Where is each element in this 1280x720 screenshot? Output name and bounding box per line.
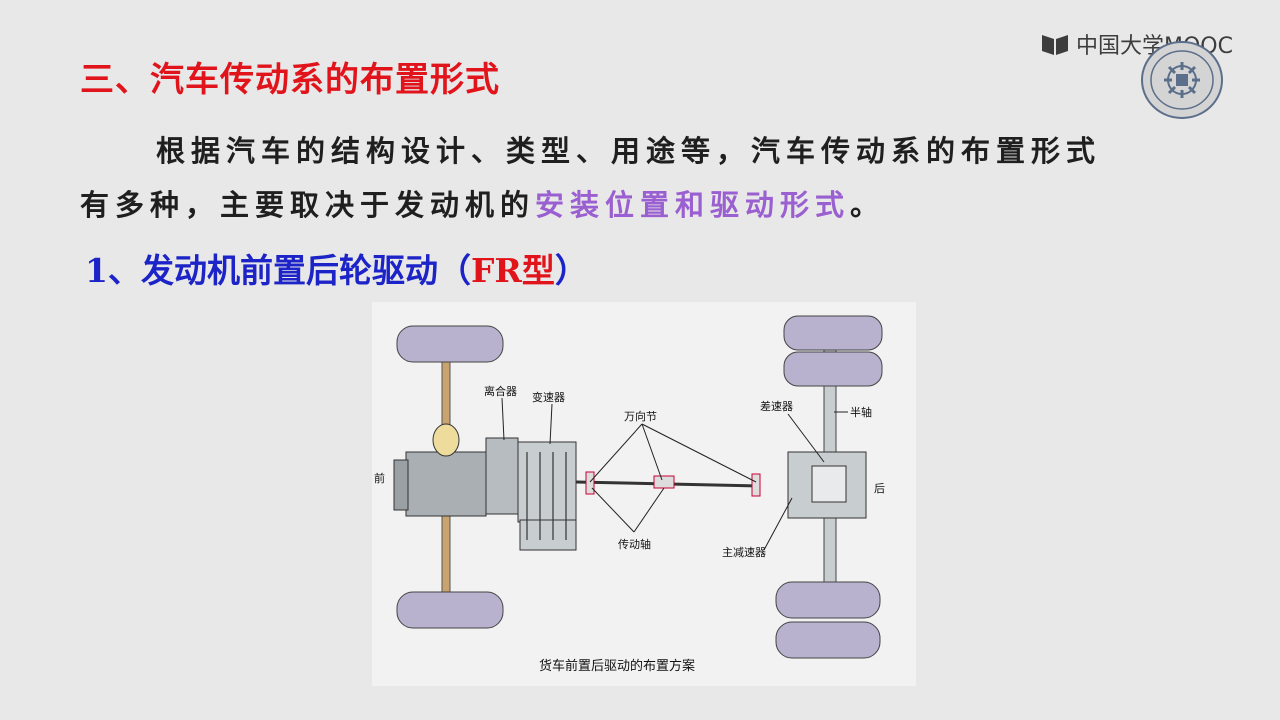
book-icon xyxy=(1042,35,1068,55)
label-final-drive: 主减速器 xyxy=(722,546,766,559)
label-half-shaft: 半轴 xyxy=(850,405,872,419)
label-differential: 差速器 xyxy=(760,399,793,413)
universal-joint-rear xyxy=(751,473,761,497)
universal-joint-front xyxy=(585,471,595,495)
diagram-caption: 货车前置后驱动的布置方案 xyxy=(539,658,695,674)
gearbox-gears xyxy=(526,452,567,540)
gearbox-lower xyxy=(519,519,577,551)
slide-title: 三、汽车传动系的布置形式 xyxy=(80,60,500,100)
label-front: 前 xyxy=(374,471,385,485)
drivetrain-diagram: 离合器 变速器 万向节 差速器 半轴 前 后 传动轴 主减速器 货车前置后驱动的… xyxy=(372,302,916,686)
rear-wheel-top-outer xyxy=(783,315,883,351)
paragraph-line-2-suffix: 。 xyxy=(850,188,886,222)
rear-wheel-bottom-outer xyxy=(775,581,881,619)
label-universal-joint: 万向节 xyxy=(624,409,657,423)
label-rear: 后 xyxy=(874,482,885,495)
universal-joint-middle xyxy=(653,475,675,489)
highlight-text: 安装位置和驱动形式 xyxy=(535,188,851,222)
engine-pulley xyxy=(432,423,460,457)
rear-wheel-bottom-inner xyxy=(775,621,881,659)
university-seal-icon xyxy=(1141,41,1223,119)
differential-gears xyxy=(811,465,847,503)
clutch-housing xyxy=(485,437,519,515)
subtitle-suffix: ） xyxy=(554,251,588,290)
engine-front-cover xyxy=(393,459,409,511)
engine xyxy=(405,451,487,517)
paragraph-line-2-prefix: 有多种，主要取决于发动机的 xyxy=(80,188,536,222)
label-gearbox: 变速器 xyxy=(532,390,565,404)
subtitle-prefix: 1、发动机前置后轮驱动（ xyxy=(85,251,471,290)
paragraph-line-2: 有多种，主要取决于发动机的安装位置和驱动形式。 xyxy=(80,182,885,224)
drivetrain-diagram-svg: 离合器 变速器 万向节 差速器 半轴 前 后 传动轴 主减速器 货车前置后驱动的… xyxy=(374,315,885,674)
front-wheel-top xyxy=(396,325,504,363)
label-clutch: 离合器 xyxy=(484,384,517,398)
rear-wheel-top-inner xyxy=(783,351,883,387)
section-subtitle: 1、发动机前置后轮驱动（FR型） xyxy=(85,244,588,292)
front-wheel-bottom xyxy=(396,591,504,629)
label-drive-shaft: 传动轴 xyxy=(618,537,651,551)
paragraph-line-1: 根据汽车的结构设计、类型、用途等，汽车传动系的布置形式 xyxy=(156,134,1102,168)
leader-lines xyxy=(501,397,848,551)
fr-type-code: FR型 xyxy=(470,251,555,290)
